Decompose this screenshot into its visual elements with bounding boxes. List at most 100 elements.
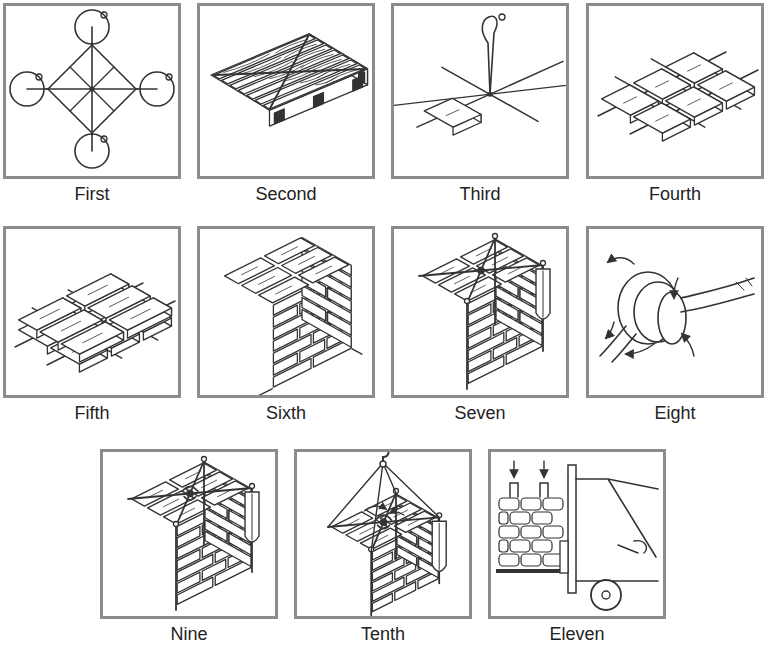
sling-line — [70, 67, 114, 111]
bag-seam — [656, 115, 669, 121]
step-panel: Fifth — [3, 226, 181, 398]
bag-top — [132, 482, 179, 506]
bag-top — [225, 258, 275, 284]
panel-illustration — [598, 52, 758, 141]
bag-seam — [656, 81, 669, 87]
sling-tie — [376, 515, 392, 520]
sling-line — [136, 88, 157, 90]
sling-center — [90, 87, 95, 92]
corner-protector — [536, 269, 550, 319]
step-panel: Second — [197, 3, 375, 179]
forklift-fork — [496, 569, 570, 573]
bag-top — [202, 481, 249, 505]
bag-end — [499, 512, 508, 524]
bag-top — [461, 240, 508, 264]
bag-seam — [131, 309, 150, 319]
pallet-top — [211, 34, 368, 110]
sling-line — [128, 494, 190, 500]
bag-seam — [242, 267, 258, 275]
panel-illustration — [10, 10, 174, 168]
lifting-ring — [478, 267, 485, 274]
step-label: Seven — [374, 403, 586, 423]
panel-illustration — [15, 274, 175, 372]
panel-illustration — [128, 457, 259, 611]
sling-tie — [184, 497, 196, 501]
motion-arrow — [543, 461, 544, 477]
bag-seam — [61, 321, 80, 331]
bag-seam — [299, 256, 315, 264]
sling-line — [176, 494, 190, 527]
bag-seam — [88, 285, 107, 295]
bag-seam — [688, 65, 701, 71]
sling-strap — [203, 461, 205, 545]
sling-hook — [36, 74, 42, 80]
bag-top — [61, 322, 123, 354]
forklift-mast — [568, 465, 576, 593]
step-panel: First — [3, 3, 181, 179]
motion-arrow — [364, 506, 386, 511]
bag-side — [496, 310, 542, 346]
bag-top — [493, 258, 540, 282]
bag-top — [170, 463, 217, 487]
sling-tie — [378, 525, 390, 529]
bag-top — [299, 257, 349, 283]
bag-end — [521, 526, 541, 538]
panel-illustration — [600, 258, 754, 362]
bag-end — [510, 540, 530, 552]
bag-end — [499, 526, 519, 538]
bag-top — [366, 495, 407, 516]
sling-line — [481, 265, 543, 271]
wood-grain — [326, 69, 358, 82]
sling-line — [352, 349, 362, 354]
forklift-cab — [576, 479, 658, 581]
motion-arrow — [674, 278, 678, 298]
bag-side — [205, 531, 251, 566]
panel-illustration — [225, 238, 362, 396]
step-label: Tenth — [277, 624, 489, 644]
bag-side — [397, 546, 417, 565]
panel-illustration — [419, 234, 550, 390]
bag-seam — [282, 247, 298, 255]
step-label: Third — [374, 184, 586, 204]
step-panel: Eleven — [488, 449, 666, 619]
motion-arrow — [682, 334, 694, 356]
step-panel: Eight — [586, 226, 764, 398]
knot-loop — [658, 292, 686, 344]
pallet-board — [255, 60, 357, 104]
sling-line — [481, 238, 495, 271]
bag-end — [521, 498, 541, 510]
step-label: Eleven — [471, 624, 683, 644]
lifting-line — [383, 463, 439, 517]
bag-end — [372, 593, 392, 611]
sling-band — [681, 278, 754, 298]
sling-center — [488, 92, 493, 97]
pallet-block — [314, 93, 324, 108]
sling-hook — [250, 484, 255, 489]
bag-top — [242, 268, 292, 294]
step-label: Nine — [83, 624, 295, 644]
sling-line — [70, 67, 114, 111]
bag-top — [634, 103, 691, 133]
sling-line — [27, 88, 48, 90]
sling-line — [394, 83, 566, 106]
pallet-brace — [270, 36, 309, 109]
crane-hook-eye — [380, 461, 386, 467]
pallet-block — [274, 109, 284, 124]
sling-loop — [482, 16, 497, 94]
step-label: Sixth — [180, 403, 392, 423]
bag-top — [424, 98, 481, 127]
bag-end — [543, 498, 563, 510]
sling-line — [467, 271, 481, 304]
sling-loop — [75, 10, 109, 44]
step-panel: Fourth — [586, 3, 764, 179]
sling-strap — [175, 526, 177, 610]
sling-line — [258, 389, 272, 395]
bag-end — [499, 540, 508, 552]
step-panel: Tenth — [294, 449, 472, 619]
bag-seam — [163, 499, 178, 507]
step-panel: Nine — [100, 449, 278, 619]
bag-end — [273, 358, 311, 387]
bag-seam — [259, 276, 275, 284]
forklift-wheel-control — [618, 541, 646, 553]
